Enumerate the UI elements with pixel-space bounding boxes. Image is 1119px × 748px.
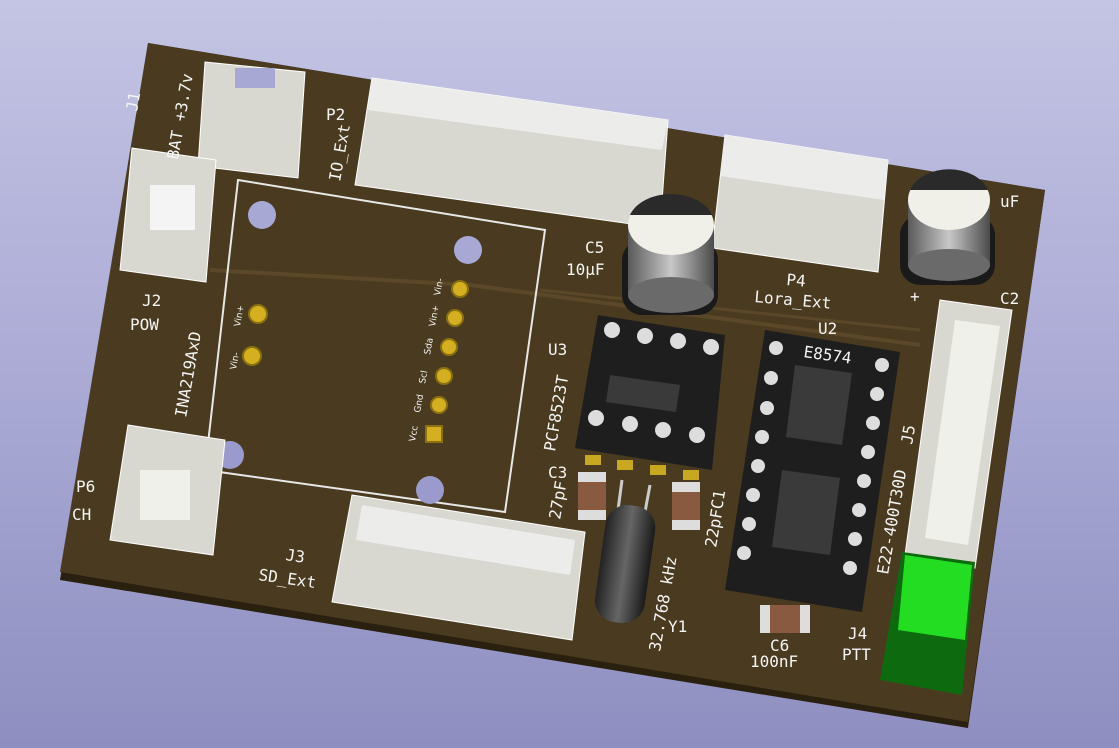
j5-reference: J5 <box>897 423 919 445</box>
mounting-hole <box>416 476 444 504</box>
pin-label-scl: Scl <box>418 370 430 385</box>
connector-j2[interactable] <box>119 147 217 283</box>
capacitor-c3[interactable] <box>578 472 606 520</box>
j2-reference: J2 <box>142 291 161 310</box>
mounting-hole <box>248 201 276 229</box>
connector-p4[interactable] <box>711 134 889 273</box>
vin-minus-label: Vin- <box>229 352 242 371</box>
c5-value: 10µF <box>566 260 605 279</box>
p6-reference: P6 <box>76 477 95 496</box>
p6-value: CH <box>72 505 91 524</box>
crystal-y1[interactable] <box>592 479 658 626</box>
pin-label-vin-plus: Vin+ <box>428 304 442 327</box>
ic-socket-u2[interactable] <box>725 330 900 612</box>
c1-reference: C1 <box>707 488 729 510</box>
y1-reference: Y1 <box>668 617 687 636</box>
p4-reference: P4 <box>786 270 807 291</box>
c2-polarity: + <box>910 287 920 306</box>
j4-reference: J4 <box>848 624 867 643</box>
capacitor-c5[interactable] <box>622 194 718 315</box>
c5-reference: C5 <box>585 238 604 257</box>
connector-p6[interactable] <box>109 424 226 556</box>
connector-j1[interactable] <box>197 61 306 179</box>
mounting-hole <box>454 236 482 264</box>
c3-reference: C3 <box>548 463 567 482</box>
pin-label-vin-minus: Vin- <box>433 278 446 297</box>
connector-j4-highlighted[interactable] <box>880 552 975 695</box>
p2-reference: P2 <box>326 105 345 124</box>
pin-label-sda: Sda <box>423 337 436 355</box>
connector-p2[interactable] <box>354 77 669 229</box>
pin-label-gnd: Gnd <box>413 394 426 414</box>
trace <box>539 288 921 332</box>
ic-socket-u3[interactable] <box>575 315 725 480</box>
c2-value-fragment: uF <box>1000 192 1019 211</box>
trace <box>209 268 921 347</box>
vin-plus-label: Vin+ <box>233 304 247 327</box>
module-pads <box>242 280 469 443</box>
connector-j5[interactable] <box>904 299 1013 569</box>
u2-reference: U2 <box>818 319 837 338</box>
j2-value: POW <box>130 315 159 334</box>
capacitor-c1[interactable] <box>672 482 700 530</box>
j3-reference: J3 <box>284 545 306 566</box>
c6-value: 100nF <box>750 652 798 671</box>
j4-value: PTT <box>842 645 871 664</box>
connector-j3[interactable] <box>331 494 586 641</box>
ina219-module-outline <box>203 178 547 514</box>
j1-reference: J1 <box>122 90 144 112</box>
u3-reference: U3 <box>548 340 567 359</box>
pin-label-vcc: Vcc <box>408 425 421 443</box>
c2-reference: C2 <box>1000 289 1019 308</box>
capacitor-c2[interactable] <box>900 169 995 285</box>
c6-reference: C6 <box>770 636 789 655</box>
capacitor-c6[interactable] <box>760 605 810 633</box>
